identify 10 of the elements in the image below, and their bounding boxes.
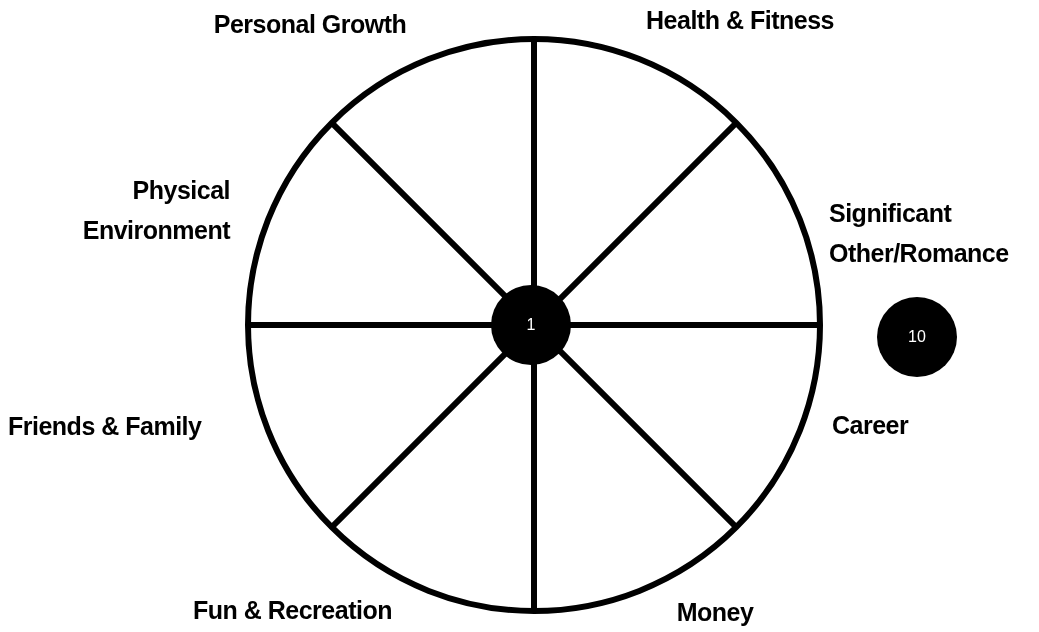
segment-label: Physical Environment: [81, 175, 230, 246]
segment-label: Friends & Family: [8, 411, 203, 442]
segment-label: Fun & Recreation: [192, 595, 393, 626]
segment-label: Personal Growth: [212, 9, 408, 40]
segment-label: Health & Fitness: [645, 5, 835, 36]
segment-label: Money: [675, 597, 755, 628]
segment-label: Career: [832, 410, 910, 441]
scale-circle: 1: [491, 285, 571, 365]
segment-label: Significant Other/Romance: [829, 198, 1010, 269]
scale-circle: 10: [877, 297, 957, 377]
